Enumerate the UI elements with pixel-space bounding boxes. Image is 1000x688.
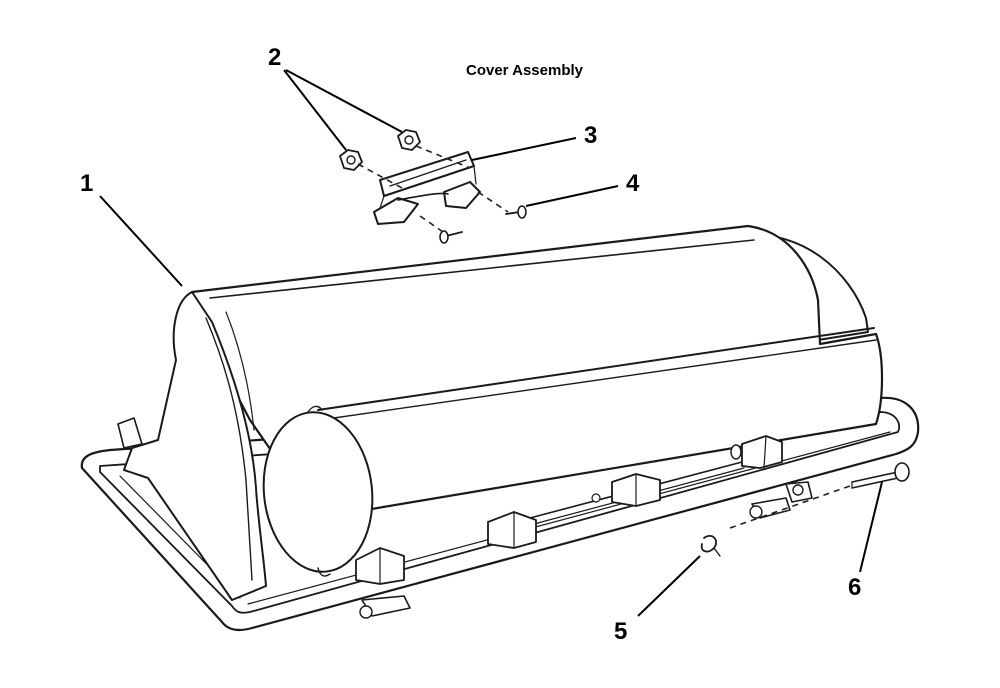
callout-5: 5 — [614, 618, 628, 645]
hairpin-clip — [700, 535, 721, 557]
screws — [439, 205, 527, 244]
hex-nuts — [339, 129, 421, 171]
leader-lines — [99, 69, 883, 617]
leader-6 — [859, 481, 883, 573]
leader-1 — [99, 195, 183, 287]
leader-2b — [285, 69, 403, 133]
callout-3: 3 — [584, 122, 598, 149]
handle-assembly — [373, 151, 481, 225]
alignment-lines — [357, 145, 509, 235]
callout-1: 1 — [80, 170, 94, 197]
leader-3 — [471, 137, 577, 161]
hinge-pin — [851, 462, 910, 489]
diagram-title: Cover Assembly — [466, 62, 583, 79]
hinge-tabs — [117, 417, 783, 585]
cover-dome-body — [123, 224, 884, 601]
hinge-brackets — [359, 481, 813, 619]
leader-5 — [637, 555, 701, 617]
leader-4 — [525, 185, 619, 207]
callout-6: 6 — [848, 574, 862, 601]
callout-4: 4 — [626, 170, 640, 197]
callout-2: 2 — [268, 44, 282, 71]
leader-2a — [283, 69, 347, 151]
